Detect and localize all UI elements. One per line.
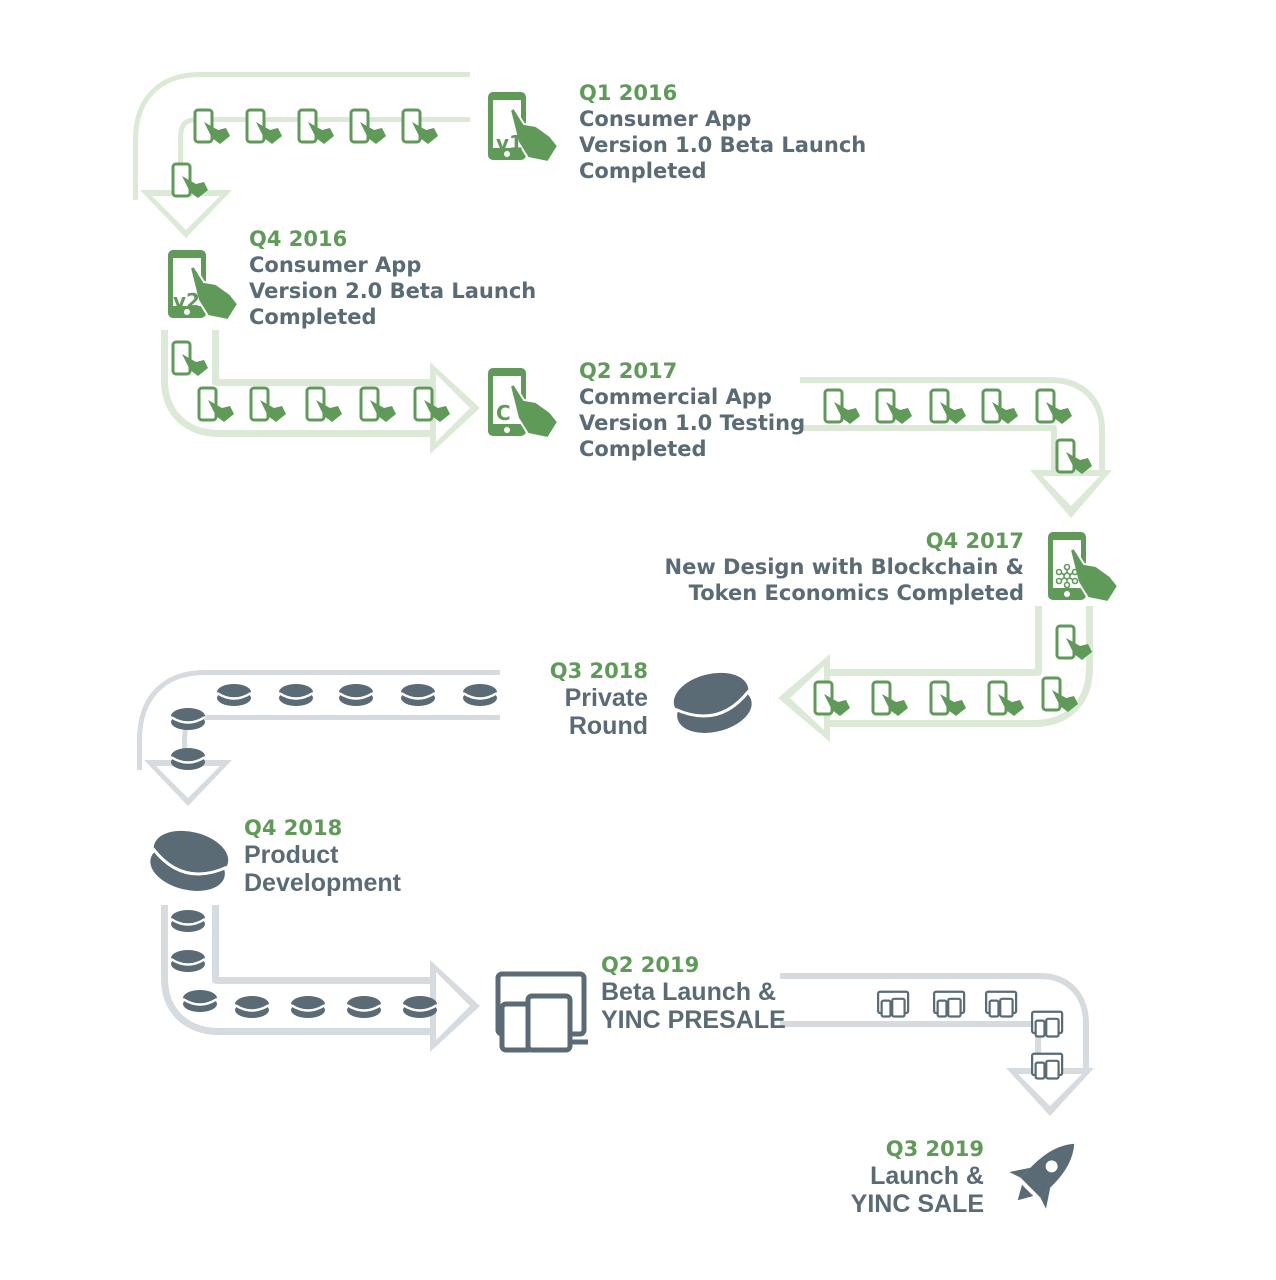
milestone-icon-q4-2017: [1047, 531, 1119, 603]
devices-icon: [984, 990, 1018, 1018]
milestone-line: Development: [244, 869, 401, 897]
c-label: C: [496, 401, 511, 425]
blockchain-icon: [1055, 563, 1079, 589]
milestone-q1-2016: Q1 2016 Consumer App Version 1.0 Beta La…: [579, 80, 866, 184]
milestone-line: Completed: [579, 437, 707, 461]
milestone-line: New Design with Blockchain &: [664, 555, 1024, 579]
milestone-line: YINC SALE: [850, 1190, 984, 1218]
milestone-q4-2017: Q4 2017 New Design with Blockchain & Tok…: [665, 528, 1024, 606]
milestone-q2-2019: Q2 2019 Beta Launch & YINC PRESALE: [601, 952, 786, 1034]
coin-icon: [169, 746, 207, 772]
milestone-line: Private: [564, 684, 648, 712]
milestone-icon-q1-2016: v1: [487, 91, 559, 163]
milestone-line: Consumer App: [579, 107, 752, 131]
coin-icon: [215, 682, 253, 708]
coin-icon: [169, 948, 207, 974]
milestone-q4-2018: Q4 2018 Product Development: [244, 815, 401, 897]
milestone-period: Q4 2018: [244, 816, 343, 840]
milestone-line: Beta Launch &: [601, 978, 777, 1006]
milestone-q2-2017: Q2 2017 Commercial App Version 1.0 Testi…: [579, 358, 805, 462]
mini-phone-row-1: [171, 108, 440, 200]
devices-icon: [876, 990, 910, 1018]
milestone-period: Q1 2016: [579, 81, 678, 105]
coin-icon: [673, 672, 752, 733]
rocket-icon: [1009, 1143, 1075, 1209]
coin-icon: [169, 706, 207, 732]
milestone-line: Product: [244, 841, 339, 869]
coin-icon: [181, 988, 219, 1014]
milestone-icon-q4-2018: [150, 830, 229, 891]
coin-icon: [337, 682, 375, 708]
milestone-line: Consumer App: [249, 253, 422, 277]
milestone-icon-q2-2017: C: [487, 367, 559, 439]
milestone-line: Token Economics Completed: [688, 581, 1024, 605]
milestone-line: Launch &: [870, 1162, 984, 1190]
coin-icon: [169, 908, 207, 934]
milestone-period: Q4 2016: [249, 227, 348, 251]
milestone-icon-q3-2018: [673, 672, 752, 733]
milestone-line: Commercial App: [579, 385, 772, 409]
milestone-period: Q2 2019: [601, 953, 700, 977]
devices-icon: [932, 990, 966, 1018]
v2-label: v2: [173, 289, 200, 313]
coin-icon: [401, 994, 439, 1020]
milestone-line: YINC PRESALE: [601, 1006, 786, 1034]
phone-blockchain-icon: [1047, 531, 1119, 603]
milestone-icon-q2-2019: [495, 971, 588, 1053]
milestone-icon-q3-2019: [1009, 1143, 1075, 1209]
coin-icon: [399, 682, 437, 708]
devices-icon: [495, 971, 588, 1053]
milestone-q3-2019: Q3 2019 Launch & YINC SALE: [851, 1136, 984, 1218]
coin-icon: [277, 682, 315, 708]
devices-icon: [1030, 1052, 1064, 1080]
milestone-line: Version 2.0 Beta Launch: [249, 279, 537, 303]
milestone-period: Q2 2017: [579, 359, 678, 383]
v1-label: v1: [496, 131, 523, 155]
milestone-period: Q4 2017: [925, 529, 1024, 553]
coin-icon: [461, 682, 499, 708]
milestone-line: Completed: [249, 305, 377, 329]
milestone-line: Round: [568, 712, 648, 740]
phone-hand-icon: [171, 162, 210, 200]
milestone-q4-2016: Q4 2016 Consumer App Version 2.0 Beta La…: [249, 226, 536, 330]
coin-icon: [289, 994, 327, 1020]
coin-icon: [233, 994, 271, 1020]
devices-icon: [1030, 1010, 1064, 1038]
milestone-icon-q4-2016: v2: [167, 249, 239, 321]
coin-icon: [345, 994, 383, 1020]
slate-track: [137, 670, 1094, 1116]
milestone-line: Completed: [579, 159, 707, 183]
milestone-q3-2018: Q3 2018 Private Round: [550, 658, 648, 740]
milestone-period: Q3 2019: [885, 1137, 984, 1161]
milestone-line: Version 1.0 Beta Launch: [579, 133, 867, 157]
milestone-line: Version 1.0 Testing: [579, 411, 806, 435]
coin-icon: [150, 830, 229, 891]
milestone-period: Q3 2018: [549, 659, 648, 683]
